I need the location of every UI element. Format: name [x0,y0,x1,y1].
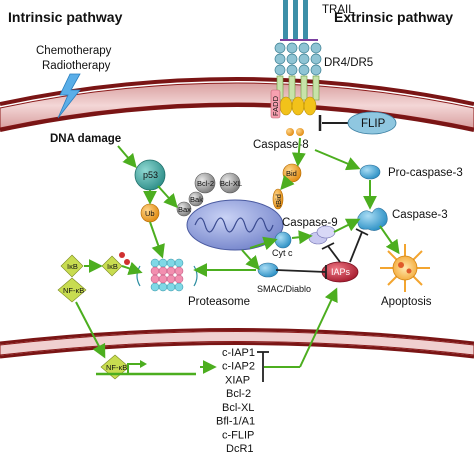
dna-icon [96,360,196,376]
dna-damage-label: DNA damage [50,133,121,145]
mitochondrion-icon [186,199,284,251]
gene-dcr1: DcR1 [226,443,254,455]
ikb-complex-node: IκB [60,254,84,278]
gene-ciap1: c-IAP1 [222,347,255,359]
nuclear-membrane [0,328,474,359]
inhibition-lines [257,228,369,382]
bid-node: Bid [282,163,302,183]
trail-receptor-complex [270,0,322,119]
apoptosis-label: Apoptosis [381,296,432,308]
apoptosome-icon [308,225,336,245]
gene-bclxl: Bcl-XL [222,402,254,414]
bclxl-node: Bcl-XL [219,172,242,194]
gene-ciap2: c-IAP2 [222,361,255,373]
target-gene-list: c-IAP1 c-IAP2 XIAP Bcl-2 Bcl-XL Bfl-1/A1… [216,347,255,455]
procaspase3-node: Pro-caspase-3 [359,164,463,180]
bclxl-label: Bcl-XL [220,179,242,188]
iaps-node: IAPs [321,261,359,283]
iaps-label: IAPs [331,267,351,277]
extrinsic-pathway-title: Extrinsic pathway [334,9,453,25]
lightning-icon [57,73,81,119]
trail-label: TRAIL [322,4,355,16]
nfkb-nuclear-label: NF-κB [106,363,127,372]
chemotherapy-label: Chemotherapy [36,45,112,57]
bcl2-label: Bcl-2 [197,179,214,188]
ubiquitin-marks [119,252,130,265]
smac-node: SMAC/Diablo [257,262,311,294]
activation-arrows [75,137,400,374]
radiotherapy-label: Radiotherapy [42,60,111,72]
ikb-free-label: IκB [107,262,118,271]
caspase3-node: Caspase-3 [357,207,448,231]
apoptotic-cell-icon [380,244,430,292]
gene-bcl2: Bcl-2 [226,388,251,400]
caspase8-dimer [286,128,304,136]
bak-node: Bak [188,191,204,207]
caspase3-label: Caspase-3 [392,209,448,221]
caspase8-label: Caspase-8 [253,139,309,151]
gene-cflip: c-FLIP [222,429,254,441]
fadd-label: FADD [271,95,280,116]
tbid-label: tBid [274,194,283,207]
cytc-label: Cyt c [272,248,293,258]
flip-node: FLIP [347,111,397,135]
bak-label: Bak [190,195,203,204]
proteasome-label: Proteasome [188,296,250,308]
intrinsic-pathway-title: Intrinsic pathway [8,9,123,25]
ub-node: Ub [140,203,160,223]
bcl2-node: Bcl-2 [194,172,216,194]
bax-node: Bax [176,201,192,217]
nfkb-complex-label: NF-κB [63,286,84,295]
ikb-complex-label: IκB [67,262,78,271]
smac-label: SMAC/Diablo [257,284,311,294]
gene-xiap: XIAP [225,374,250,386]
ub-label: Ub [145,209,155,218]
dr4-dr5-label: DR4/DR5 [324,57,373,69]
tbid-node: tBid [272,188,284,210]
ikb-free-node: IκB [101,255,123,277]
bax-label: Bax [178,205,191,214]
proteasome-icon [136,258,198,292]
bid-label: Bid [286,169,297,178]
p53-label: p53 [143,170,158,180]
procaspase3-label: Pro-caspase-3 [388,167,463,179]
p53-node: p53 [134,159,166,191]
nfkb-nuclear-node: NF-κB [100,354,130,380]
gene-bfl1a1: Bfl-1/A1 [216,416,255,428]
flip-label: FLIP [361,118,386,130]
nfkb-complex-node: NF-κB [57,277,87,303]
